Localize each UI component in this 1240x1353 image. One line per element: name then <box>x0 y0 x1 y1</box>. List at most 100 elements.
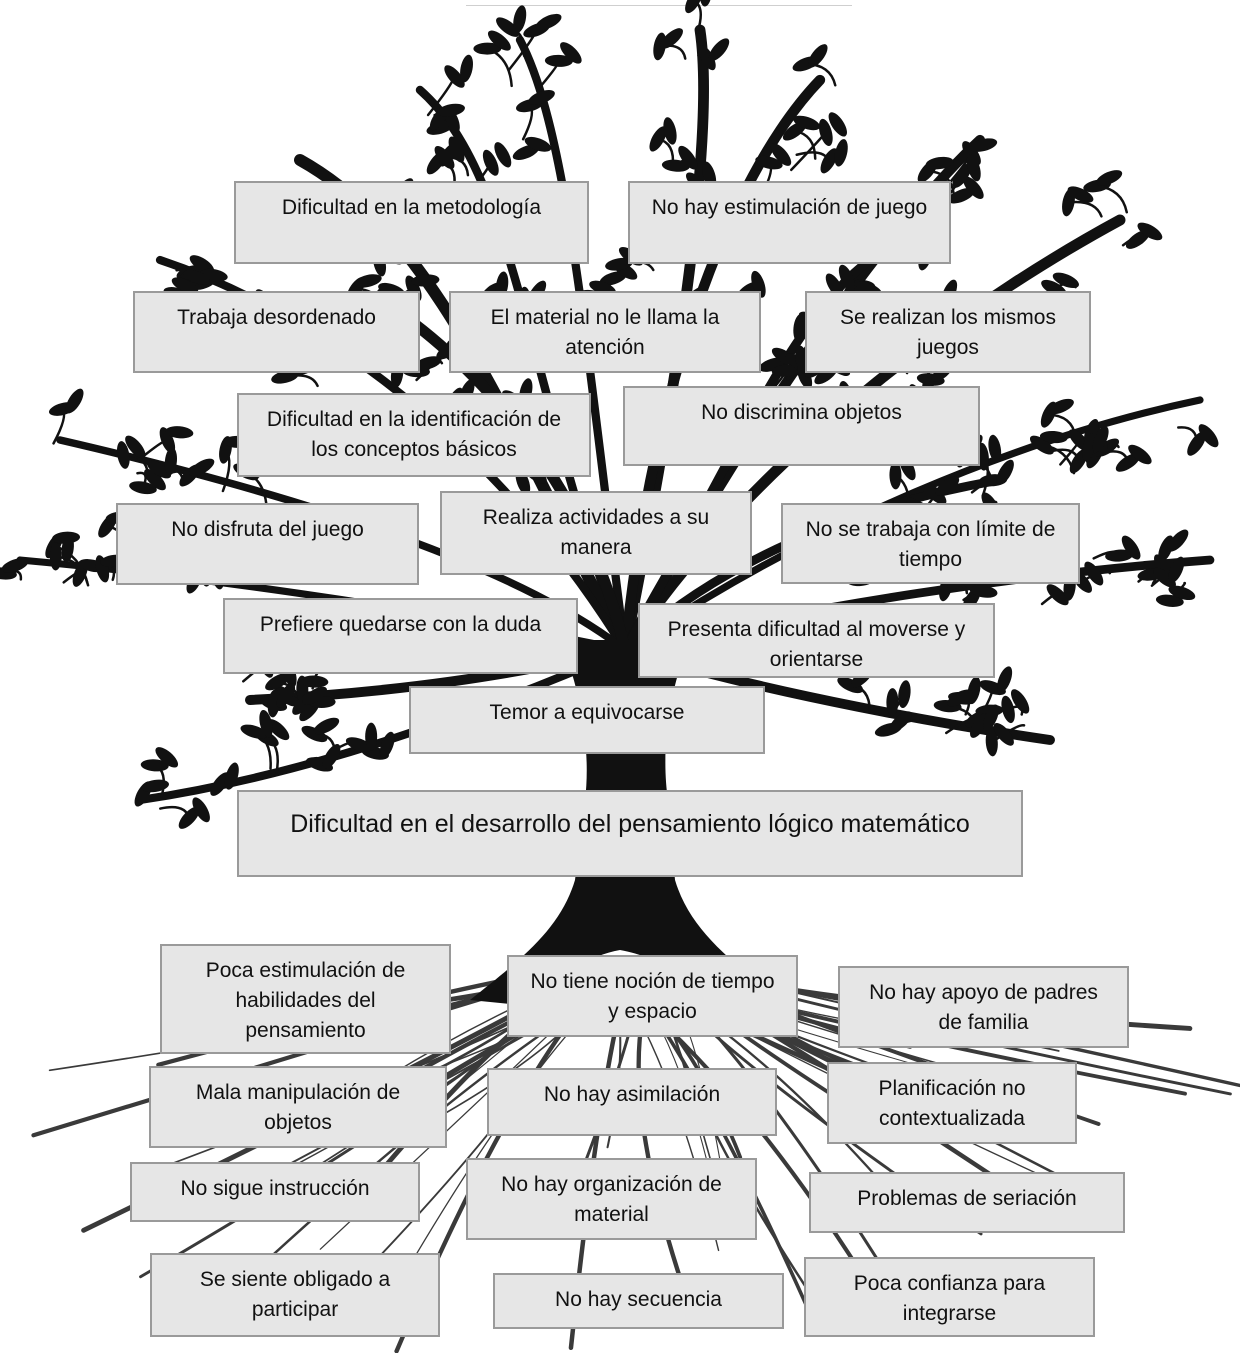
leaf-icon <box>265 673 291 691</box>
leaf-icon <box>411 274 440 287</box>
leaf-icon <box>793 314 806 343</box>
leaf-icon <box>140 759 169 772</box>
leaf-icon <box>1187 431 1206 456</box>
leaf-icon <box>599 271 627 286</box>
leaf-icon <box>947 689 973 707</box>
leaf-icon <box>379 731 395 759</box>
leaf-icon <box>985 728 998 757</box>
leaf-icon <box>141 779 170 793</box>
effect-box-7: No discrimina objetos <box>623 386 980 466</box>
leaf-icon <box>661 159 690 172</box>
leaf-icon <box>524 136 552 152</box>
leaf-icon <box>192 797 210 823</box>
leaf-icon <box>663 117 677 145</box>
cause-box-7: No sigue instrucción <box>130 1162 420 1222</box>
leaf-icon <box>889 711 912 733</box>
leaf-icon <box>660 28 683 49</box>
central-problem-box: Dificultad en el desarrollo del pensamie… <box>237 790 1023 877</box>
leaf-icon <box>685 0 703 14</box>
leaf-icon <box>144 469 166 491</box>
leaf-icon <box>1011 689 1030 714</box>
branch <box>621 396 1204 654</box>
leaf-icon <box>1115 453 1141 472</box>
leaf-icon <box>276 683 296 708</box>
leaf-icon <box>838 264 855 291</box>
leaf-icon <box>1128 444 1152 465</box>
leaf-icon <box>699 0 712 7</box>
leaf-icon <box>966 154 981 182</box>
effect-box-8: No disfruta del juego <box>116 503 419 585</box>
effect-box-11: Prefiere quedarse con la duda <box>223 598 578 674</box>
leaf-icon <box>171 277 198 294</box>
leaf-icon <box>535 13 562 30</box>
leaf-icon <box>1154 554 1173 579</box>
leaf-icon <box>649 126 667 152</box>
leaf-icon <box>267 689 281 718</box>
leaf-icon <box>889 461 902 490</box>
leaf-icon <box>165 426 194 439</box>
leaf-icon <box>997 666 1013 693</box>
leaf-icon <box>605 257 633 271</box>
cause-box-8: No hay organización de material <box>466 1158 757 1240</box>
leaf-icon <box>354 274 382 288</box>
leaf-icon <box>1039 430 1068 444</box>
leaf-icon <box>210 772 230 796</box>
effect-box-9: Realiza actividades a su manera <box>440 491 752 575</box>
leaf-icon <box>1167 529 1189 552</box>
effect-box-12: Presenta dificultad al moverse y orienta… <box>638 603 995 678</box>
leaf-icon <box>1125 229 1150 249</box>
leaf-icon <box>302 686 327 705</box>
leaf-icon <box>1155 594 1184 607</box>
leaf-icon <box>1046 584 1069 606</box>
leaf-icon <box>267 719 290 741</box>
leaf-icon <box>313 717 340 735</box>
leaf-icon <box>496 17 520 37</box>
leaf-icon <box>1121 535 1141 560</box>
leaf-icon <box>146 460 172 479</box>
leaf-icon <box>952 163 972 188</box>
leaf-icon <box>988 434 1002 463</box>
cause-box-11: No hay secuencia <box>493 1273 784 1329</box>
leaf-icon <box>1081 433 1096 461</box>
leaf-icon <box>948 188 975 204</box>
leaf-icon <box>178 806 200 829</box>
leaf-icon <box>770 143 792 166</box>
leaf-icon <box>793 115 821 131</box>
leaf-icon <box>49 542 62 571</box>
leaf-icon <box>751 270 766 298</box>
leaf-icon <box>1137 222 1163 241</box>
leaf-icon <box>437 103 465 117</box>
leaf-icon <box>155 747 179 768</box>
leaf-icon <box>1067 186 1094 203</box>
leaf-icon <box>1096 170 1123 186</box>
leaf-icon <box>837 676 864 694</box>
leaf-icon <box>1198 424 1219 448</box>
leaf-icon <box>444 65 465 88</box>
effect-box-13: Temor a equivocarse <box>409 686 765 754</box>
leaf-icon <box>129 481 157 495</box>
leaf-icon <box>771 364 800 377</box>
leaf-icon <box>1029 435 1054 455</box>
leaf-icon <box>993 722 1014 746</box>
leaf-icon <box>61 534 74 563</box>
leaf-icon <box>886 688 899 717</box>
leaf-icon <box>434 145 455 170</box>
leaf-icon <box>1001 695 1015 724</box>
leaf-icon <box>414 356 442 371</box>
leaf-icon <box>924 483 947 505</box>
leaf-icon <box>969 585 998 598</box>
leaf-icon <box>460 54 473 83</box>
leaf-icon <box>473 42 502 55</box>
leaf-icon <box>1105 549 1134 562</box>
effect-box-6: Dificultad en la identificación de los c… <box>237 393 591 477</box>
leaf-icon <box>898 680 911 709</box>
leaf-icon <box>1168 585 1196 601</box>
leaf-icon <box>828 112 847 137</box>
leaf-icon <box>1084 561 1104 586</box>
leaf-icon <box>125 435 146 459</box>
leaf-icon <box>820 148 838 174</box>
leaf-icon <box>834 139 848 167</box>
leaf-icon <box>1168 556 1185 583</box>
leaf-icon <box>345 737 373 753</box>
leaf-icon <box>925 156 954 170</box>
